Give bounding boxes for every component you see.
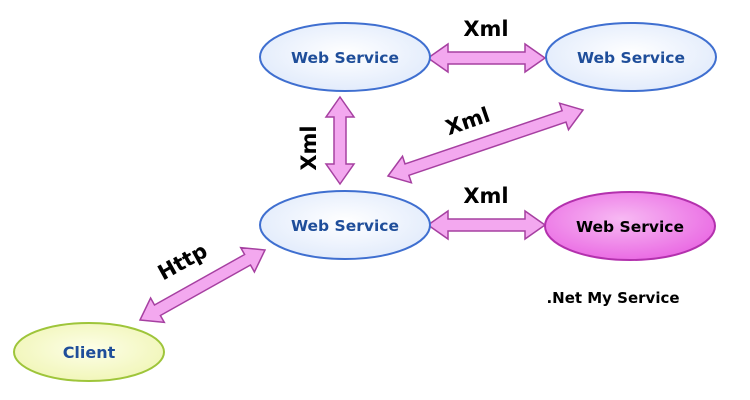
double-arrow-shape [426,209,547,241]
web-service-label: Web Service [291,49,399,67]
my-service-caption: .Net My Service [546,289,679,307]
web-service-label: Web Service [577,49,685,67]
web-service-label: Web Service [291,217,399,235]
xml-arrow-diagonal: Xml [386,102,585,184]
http-arrow: Http [138,239,267,324]
xml-arrow-top: Xml [426,17,547,74]
client-node: Client [13,322,165,382]
xml-arrow-center: Xml [426,184,547,241]
double-arrow-shape [386,102,585,184]
web-service-node-my-service: Web Service [544,191,716,261]
web-service-node-center: Web Service [259,190,431,260]
double-arrow-shape [426,42,547,74]
web-service-label: Web Service [576,218,684,236]
web-service-node-top-left: Web Service [259,22,431,92]
xml-label-vertical: Xml [297,125,321,170]
double-arrow-shape [138,246,267,324]
xml-label-diagonal: Xml [442,103,493,140]
client-label: Client [63,343,116,362]
xml-arrow-vertical: Xml [297,95,356,186]
xml-label-center: Xml [463,184,508,208]
xml-label-top: Xml [463,17,508,41]
web-service-node-top-right: Web Service [545,22,717,92]
double-arrow-shape [324,95,356,186]
